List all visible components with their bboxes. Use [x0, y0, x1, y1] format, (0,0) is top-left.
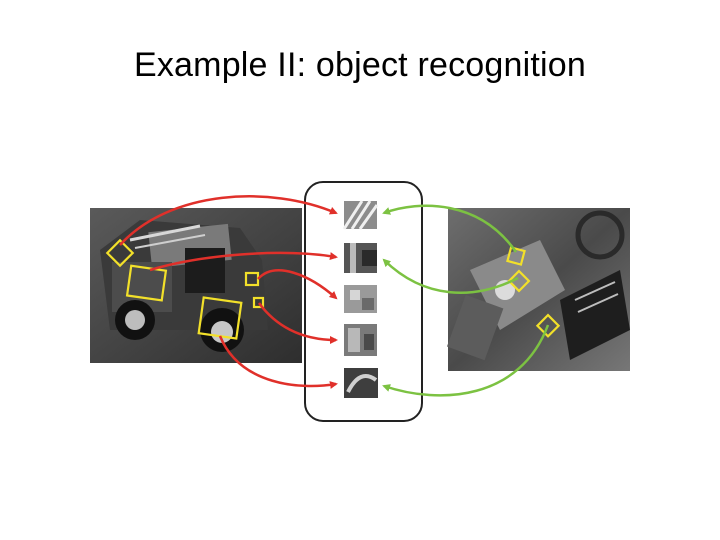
match-arrow	[257, 302, 338, 344]
match-arrow	[257, 269, 338, 300]
match-arrow	[382, 258, 519, 294]
feature-box	[535, 313, 561, 338]
patch-thumbnails	[342, 200, 379, 398]
match-arrow	[382, 324, 550, 397]
match-arrow	[149, 251, 338, 272]
feature-box	[125, 264, 168, 302]
slide-title: Example II: object recognition	[133, 46, 587, 84]
patch-thumbnail	[344, 368, 378, 398]
patch-thumbnail	[342, 200, 379, 230]
match-arrow	[119, 195, 338, 246]
feature-box	[506, 246, 526, 266]
right-feature-boxes	[506, 246, 561, 338]
patch-thumbnail	[344, 285, 377, 313]
patch-thumbnail	[344, 243, 377, 273]
feature-box	[105, 238, 135, 268]
feature-box	[507, 269, 531, 293]
red-arrows	[119, 195, 338, 389]
feature-box	[252, 296, 265, 309]
left-photo	[90, 208, 302, 363]
match-arrow	[218, 335, 338, 389]
green-arrows	[382, 204, 550, 397]
match-arrow	[382, 204, 518, 253]
feature-box	[197, 296, 243, 340]
patch-thumbnail	[344, 324, 377, 356]
